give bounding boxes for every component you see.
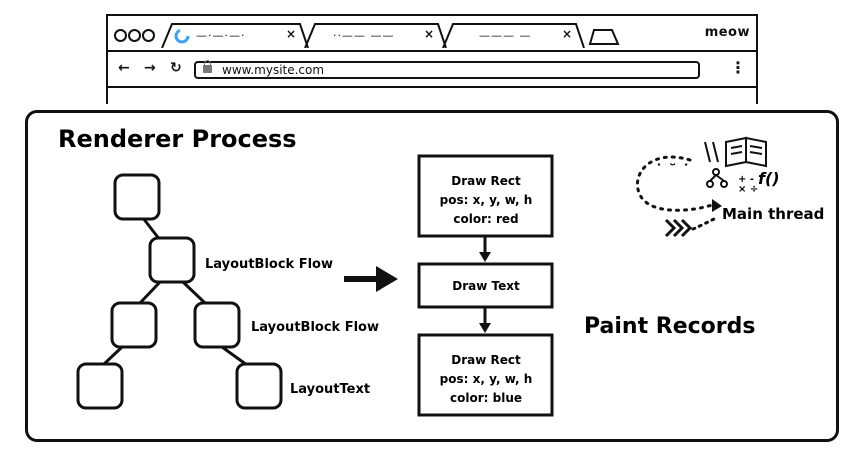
- paint-record-draw-text: [417, 262, 554, 309]
- tab-shape: [304, 23, 447, 48]
- url-text: www.mysite.com: [222, 63, 325, 77]
- lock-icon: [203, 60, 212, 73]
- menu-icon[interactable]: ⋮: [730, 58, 746, 77]
- down-arrow-icon: [479, 323, 491, 333]
- tree-label-layouttext: LayoutText: [290, 382, 370, 397]
- math-symbols-icon: + -: [738, 174, 754, 185]
- layout-tree-edges: [101, 217, 248, 367]
- tab-close-icon[interactable]: ×: [423, 27, 434, 41]
- tree-node-layoutblock: [148, 236, 196, 284]
- window-control-dot[interactable]: [128, 29, 141, 42]
- new-tab-icon: [588, 29, 620, 45]
- window-control-dot[interactable]: [142, 29, 155, 42]
- layout-tree-nodes: [76, 173, 283, 410]
- loading-spinner-icon: [174, 28, 190, 44]
- main-thread-label: Main thread: [722, 205, 824, 223]
- tab[interactable]: ··—— —— ×: [303, 22, 448, 48]
- paint-record-text: Draw Rect: [451, 174, 521, 188]
- back-icon[interactable]: ←: [118, 60, 130, 76]
- right-arrow-icon: [344, 266, 398, 292]
- paint-record-text: pos: x, y, w, h: [440, 193, 533, 207]
- paint-record-boxes: [417, 154, 554, 417]
- paint-record-text: color: blue: [450, 391, 522, 405]
- tree-node-layoutblock: [193, 301, 241, 349]
- window-control-dot[interactable]: [114, 29, 127, 42]
- paint-record-text: Draw Text: [452, 279, 520, 293]
- diagram-title: Renderer Process: [58, 125, 297, 153]
- tab-close-icon[interactable]: ×: [561, 27, 572, 41]
- main-thread-dotted-path: [636, 155, 714, 212]
- tree-node-leaf: [110, 301, 158, 349]
- tab[interactable]: ——— — ×: [441, 22, 586, 48]
- tab-close-icon[interactable]: ×: [285, 27, 296, 41]
- tree-node-layouttext: [235, 362, 283, 410]
- forward-icon[interactable]: →: [144, 60, 156, 76]
- tree-node-root: [113, 173, 161, 221]
- math-symbols-icon: × ÷: [738, 184, 758, 195]
- tree-label-layoutblock-flow: LayoutBlock Flow: [251, 320, 379, 335]
- paint-record-draw-rect-blue: [417, 333, 554, 417]
- tools-icon: [704, 141, 728, 188]
- book-icon: [725, 136, 767, 168]
- reload-icon[interactable]: ↻: [170, 60, 182, 76]
- paint-records-label: Paint Records: [584, 314, 755, 339]
- tab-label: ··—— ——: [333, 29, 395, 42]
- tab-shape: [442, 23, 585, 48]
- browser-window: —·—·—· × ··—— —— × ——— — × meow ← → ↻: [106, 14, 758, 104]
- tab-label: ——— —: [479, 29, 532, 42]
- paint-record-text: Draw Rect: [451, 353, 521, 367]
- tree-label-layoutblock-flow: LayoutBlock Flow: [205, 257, 333, 272]
- tab-label: —·—·—·: [196, 29, 246, 42]
- paint-record-text: color: red: [453, 212, 518, 226]
- paint-record-draw-rect-red: [417, 154, 554, 238]
- fast-forward-chevrons-icon: [664, 218, 693, 238]
- brand-label: meow: [704, 25, 750, 40]
- down-arrow-icon: [479, 252, 491, 262]
- function-icon: f(): [758, 169, 780, 188]
- url-input[interactable]: www.mysite.com: [194, 60, 700, 79]
- arrow-head-icon: [712, 199, 722, 212]
- paint-record-connectors: [479, 236, 491, 333]
- address-bar: ← → ↻ www.mysite.com ⋮: [108, 52, 756, 88]
- tree-node-leaf: [76, 362, 124, 410]
- smiley-face-icon: ˙ ˘ ˙: [655, 161, 690, 180]
- paint-record-text: pos: x, y, w, h: [440, 372, 533, 386]
- tab-bar: —·—·—· × ··—— —— × ——— — × meow: [108, 16, 756, 52]
- tab-shape: [161, 23, 309, 48]
- main-thread-illustration: ˙ ˘ ˙ + - × ÷ f() Main thread: [636, 136, 824, 238]
- tab-active[interactable]: —·—·—· ×: [160, 22, 310, 48]
